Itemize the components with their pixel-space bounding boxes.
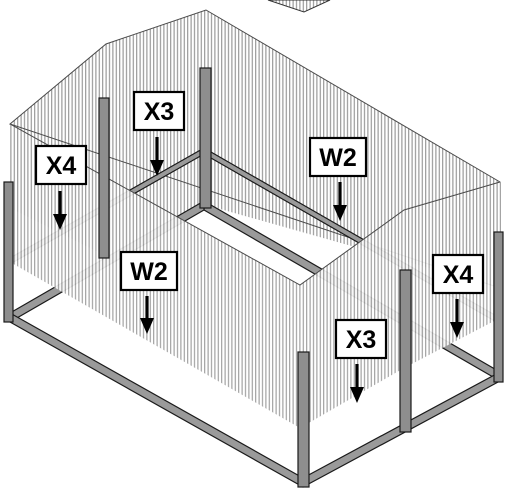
callout-label: W2 <box>130 258 168 286</box>
post <box>297 351 310 488</box>
callout-x3-top: X3 <box>132 90 186 176</box>
callout-x3-front: X3 <box>334 318 388 403</box>
callout-w2-top: W2 <box>308 136 368 221</box>
callout-x4-right: X4 <box>431 253 485 338</box>
callout-x4-left: X4 <box>34 144 88 230</box>
post <box>3 181 14 323</box>
posts <box>3 67 504 488</box>
callout-w2-front: W2 <box>119 250 179 334</box>
post <box>399 269 412 433</box>
post <box>199 67 212 209</box>
post <box>493 231 504 383</box>
callout-label: W2 <box>319 144 357 172</box>
cropped-top-part <box>267 0 331 13</box>
post <box>98 97 110 259</box>
callout-label: X4 <box>46 152 77 180</box>
callout-label: X3 <box>144 98 175 126</box>
callout-label: X3 <box>346 326 377 354</box>
callout-label: X4 <box>443 261 474 289</box>
